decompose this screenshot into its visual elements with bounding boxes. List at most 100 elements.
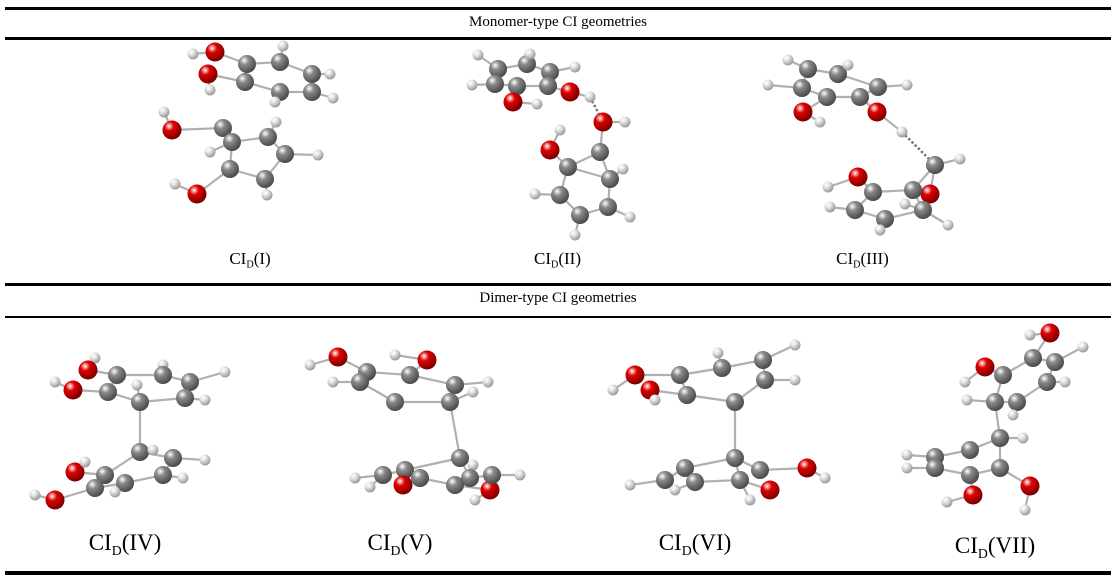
hydrogen-atom (29, 489, 41, 501)
oxygen-atom (920, 184, 940, 204)
panel-label-VI: CID(VI) (595, 530, 795, 559)
hydrogen-atom (901, 462, 913, 474)
label-main: CI (533, 249, 551, 268)
panel-label-VII: CID(VII) (895, 533, 1095, 562)
hydrogen-atom (961, 394, 973, 406)
carbon-atom (303, 83, 321, 101)
molecule-panel-IV: CID(IV) (25, 330, 255, 570)
oxygen-atom (625, 365, 645, 385)
carbon-atom (591, 143, 609, 161)
label-suffix: (IV) (121, 530, 162, 555)
oxygen-atom (78, 360, 98, 380)
carbon-atom (236, 73, 254, 91)
carbon-atom (259, 128, 277, 146)
hydrogen-atom (899, 198, 911, 210)
panel-label-V: CID(V) (295, 530, 505, 559)
carbon-atom (176, 389, 194, 407)
carbon-atom (914, 201, 932, 219)
carbon-atom (904, 181, 922, 199)
hydrogen-atom (569, 229, 581, 241)
carbon-atom (108, 366, 126, 384)
oxygen-atom (503, 92, 523, 112)
oxygen-atom (797, 458, 817, 478)
hydrogen-atom (1017, 432, 1029, 444)
carbon-atom (1046, 353, 1064, 371)
carbon-atom (571, 206, 589, 224)
hydrogen-atom (824, 201, 836, 213)
hydrogen-atom (349, 472, 361, 484)
oxygen-atom (867, 102, 887, 122)
hydrogen-atom (624, 211, 636, 223)
carbon-atom (154, 366, 172, 384)
carbon-atom (601, 170, 619, 188)
label-suffix: (II) (558, 249, 581, 268)
carbon-atom (116, 474, 134, 492)
hydrogen-atom (896, 126, 908, 138)
carbon-atom (351, 373, 369, 391)
carbon-atom (221, 160, 239, 178)
section-title-monomer: Monomer-type CI geometries (469, 14, 647, 30)
label-main: CI (367, 530, 391, 555)
carbon-atom (164, 449, 182, 467)
hydrogen-atom (147, 444, 159, 456)
oxygen-atom (417, 350, 437, 370)
carbon-atom (508, 77, 526, 95)
carbon-atom (851, 88, 869, 106)
monomer-header-thin-rule (146, 39, 946, 40)
hydrogen-atom (712, 347, 724, 359)
molecule-panel-V: CID(V) (295, 330, 526, 570)
hydrogen-atom (187, 48, 199, 60)
hydrogen-atom (109, 486, 121, 498)
carbon-atom (986, 393, 1004, 411)
oxygen-atom (560, 82, 580, 102)
carbon-atom (756, 371, 774, 389)
molecule-image-III (762, 54, 966, 236)
panel-label-IV: CID(IV) (25, 530, 225, 559)
oxygen-atom (63, 380, 83, 400)
hydrogen-atom (954, 153, 966, 165)
carbon-atom (686, 473, 704, 491)
carbon-atom (726, 393, 744, 411)
molecule-panel-III: CID(III) (760, 42, 980, 282)
carbon-atom (876, 210, 894, 228)
carbon-atom (1008, 393, 1026, 411)
oxygen-atom (65, 462, 85, 482)
molecule-panel-II: CID(II) (450, 42, 670, 282)
hydrogen-atom (1059, 376, 1071, 388)
hydrogen-atom (467, 459, 479, 471)
hydrogen-atom (789, 339, 801, 351)
label-suffix: (V) (400, 530, 433, 555)
panel-label-III: CID(III) (760, 249, 965, 271)
oxygen-atom (45, 490, 65, 510)
hydrogen-atom (466, 79, 478, 91)
mid-rule (5, 283, 1111, 286)
carbon-atom (926, 156, 944, 174)
hydrogen-atom (584, 91, 596, 103)
hydrogen-atom (79, 456, 91, 468)
label-suffix: (VII) (987, 533, 1036, 558)
molecule-panel-VII: CID(VII) (895, 320, 1110, 570)
carbon-atom (86, 479, 104, 497)
hydrogen-atom (219, 366, 231, 378)
hydrogen-atom (941, 496, 953, 508)
hydrogen-atom (874, 224, 886, 236)
hydrogen-atom (89, 352, 101, 364)
oxygen-atom (187, 184, 207, 204)
oxygen-atom (793, 102, 813, 122)
hydrogen-atom (901, 79, 913, 91)
bond (404, 456, 461, 472)
carbon-atom (374, 466, 392, 484)
oxygen-atom (328, 347, 348, 367)
hydrogen-atom (1024, 329, 1036, 341)
dimer-header-rule (5, 316, 1111, 318)
hydrogen-atom (782, 54, 794, 66)
monomer-header-rule (5, 37, 1111, 40)
carbon-atom (486, 75, 504, 93)
carbon-atom (559, 158, 577, 176)
hydrogen-atom (269, 96, 281, 108)
oxygen-atom (480, 480, 500, 500)
hydrogen-atom (169, 178, 181, 190)
molecule-panel-I: CID(I) (150, 40, 370, 282)
hydrogen-atom (669, 484, 681, 496)
hydrogen-atom (131, 379, 143, 391)
